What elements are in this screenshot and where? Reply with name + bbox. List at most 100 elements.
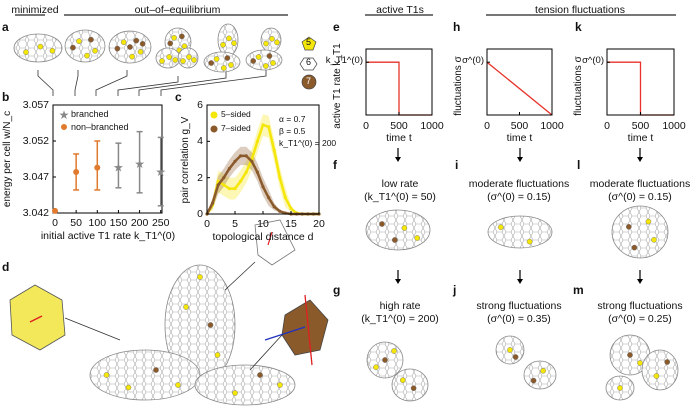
shape-i <box>487 215 553 249</box>
down-arrow-icon <box>637 157 643 162</box>
five-sided-cell <box>49 48 56 54</box>
chart-c-band <box>207 146 319 214</box>
chart-c-xtick-label: 20 <box>313 218 325 230</box>
seven-sided-cell <box>627 352 633 358</box>
chart-b-xtick-label: 150 <box>109 217 128 229</box>
chart-c-ytick-label: 2 <box>197 171 203 184</box>
seven-sided-cell <box>391 237 398 243</box>
shape-ooe-5a <box>260 27 282 53</box>
seven-sided-cell <box>207 322 214 328</box>
caption-l-line1: moderate fluctuations <box>589 178 691 190</box>
five-sided-cell <box>401 225 408 231</box>
chart-c-point <box>227 166 231 171</box>
chart-c-annotation: k_T1^(0) = 200 <box>279 138 337 148</box>
panel-label-b: b <box>2 90 10 104</box>
chart-c-point <box>272 148 276 153</box>
shape-ooe-4a <box>217 23 239 57</box>
chart-b-point <box>52 207 58 214</box>
seven-sided-cell <box>127 44 133 50</box>
five-sided-cell <box>180 58 186 64</box>
seven-sided-cell-legend-icon <box>301 74 317 90</box>
header-out-of-equilibrium: out–of–equilibrium <box>134 4 221 16</box>
chart-c-point <box>233 186 237 191</box>
chart-k-line <box>607 61 674 116</box>
header-active-t1s-bar <box>365 14 433 16</box>
chart-h-xtick-label: 1000 <box>540 120 564 132</box>
five-sided-cell <box>391 348 397 354</box>
shape-ooe-3c <box>177 47 199 69</box>
chart-c-point <box>255 170 259 174</box>
chart-c-point <box>244 170 248 174</box>
chart-k-ytick-label: σ^(0) <box>582 55 604 67</box>
chart-b-ytick-label: 3.052 <box>22 135 49 147</box>
panel-label-k: k <box>575 20 582 34</box>
caption-m: strong fluctuations(σ^(0) = 0.25) <box>580 300 696 326</box>
chart-b-ytick-label: 3.042 <box>22 207 49 219</box>
chart-c-legend-five-icon <box>210 111 218 119</box>
seven-sided-cell <box>512 354 519 360</box>
chart-c-legend-seven-icon <box>210 125 218 133</box>
five-sided-cell <box>220 42 226 48</box>
seven-sided-cell <box>114 45 121 52</box>
shape-f-body <box>365 209 431 251</box>
five-sided-cell <box>220 65 227 71</box>
seven-sided-cell <box>208 60 214 66</box>
down-arrow-icon <box>395 157 401 162</box>
caption-l: moderate fluctuations(σ^(0) = 0.15) <box>580 178 696 204</box>
seven-sided-cell <box>664 359 671 365</box>
five-sided-cell <box>232 390 238 396</box>
chart-c-point <box>239 154 243 158</box>
chart-c-point <box>255 139 259 143</box>
shape-minimized <box>13 33 63 63</box>
five-sided-cell <box>373 364 379 371</box>
seven-sided-cell <box>139 41 146 47</box>
chart-h-xtick-label: 500 <box>510 120 529 132</box>
shape-i-body <box>487 215 553 249</box>
chart-k-ylabel: fluctuations σ <box>573 56 584 116</box>
five-sided-cell <box>120 39 127 46</box>
connector-line <box>74 70 79 96</box>
shape-d-arm-left-body <box>89 349 201 401</box>
connector-line <box>249 334 283 371</box>
seven-sided-cell <box>167 40 173 47</box>
chart-b-ylabel: energy per cell w/N_c <box>2 110 13 208</box>
seven-sided-cell <box>631 244 638 251</box>
chart-c-legend-seven: 7–sided <box>221 123 251 133</box>
shape-m-b-body <box>641 349 679 391</box>
panel-label-a: a <box>2 20 9 34</box>
five-sided-cell <box>92 48 98 54</box>
seven-sided-cell <box>266 53 273 59</box>
chart-c-xtick-label: 5 <box>232 218 238 230</box>
five-sided-cell <box>526 238 533 245</box>
chart-c-point <box>211 201 215 205</box>
chart-h-ytick-label: σ^(0) <box>462 55 484 67</box>
cell-orientation-marker <box>264 326 306 341</box>
panel-label-h: h <box>453 20 461 34</box>
caption-j: strong fluctuations(σ^(0) = 0.35) <box>459 300 579 326</box>
header-tension-fluctuations-bar <box>486 14 676 16</box>
seven-sided-cell <box>382 357 388 363</box>
chart-c-point <box>222 183 226 187</box>
chart-k-xtick-label: 0 <box>604 120 610 132</box>
caption-l-line2: (σ^(0) = 0.15) <box>608 191 672 204</box>
five-sided-cell <box>159 58 165 64</box>
chart-h-xtick-label: 0 <box>484 120 490 132</box>
caption-j-line2: (σ^(0) = 0.35) <box>487 313 551 326</box>
caption-g-line1: high rate <box>379 300 421 312</box>
five-sided-cell <box>414 235 421 241</box>
five-sided-cell <box>228 62 234 68</box>
chart-c-annotation: β = 0.5 <box>279 126 306 136</box>
five-sided-cell-legend-icon <box>301 36 317 51</box>
five-sided-cell <box>507 347 513 353</box>
legend-seven-sided-label: 7 <box>306 76 312 86</box>
chart-c-point <box>278 209 282 213</box>
shape-g-b <box>391 368 429 402</box>
seven-sided-cell <box>133 37 140 44</box>
chart-b-xtick-label: 250 <box>151 217 170 229</box>
chart-k-xtick-label: 1000 <box>662 120 686 132</box>
caption-i-line2: (σ^(0) = 0.15) <box>487 191 551 204</box>
caption-i: moderate fluctuations(σ^(0) = 0.15) <box>459 178 579 204</box>
five-sided-cell <box>637 360 643 366</box>
seven-sided-cell <box>410 385 417 392</box>
